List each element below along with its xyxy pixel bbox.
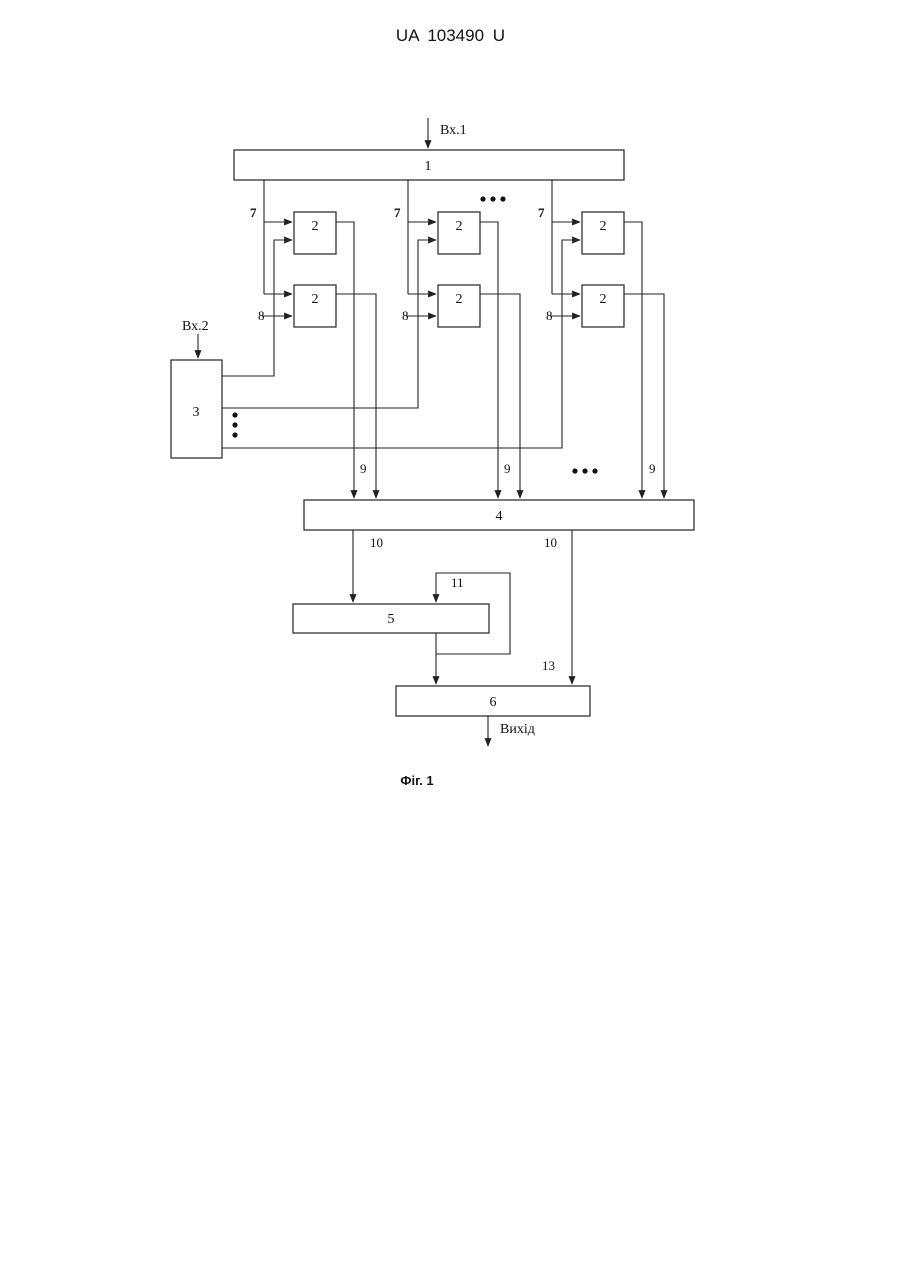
svg-text:9: 9	[504, 461, 511, 476]
svg-text:9: 9	[649, 461, 656, 476]
block-5-label: 5	[388, 612, 395, 627]
figure-caption: Фіг. 1	[0, 773, 834, 788]
output-label: Вихід	[500, 722, 535, 737]
svg-text:2: 2	[456, 219, 463, 234]
svg-text:11: 11	[451, 575, 464, 590]
ellipsis-block3	[232, 412, 237, 437]
svg-text:2: 2	[312, 219, 319, 234]
block-1-label: 1	[425, 159, 432, 174]
input2-label: Вх.2	[182, 319, 209, 334]
svg-text:13: 13	[542, 658, 555, 673]
svg-text:2: 2	[456, 292, 463, 307]
block-6-label: 6	[490, 695, 497, 710]
svg-text:8: 8	[546, 308, 553, 323]
block-3-label: 3	[193, 405, 200, 420]
svg-text:10: 10	[370, 535, 383, 550]
svg-text:10: 10	[544, 535, 557, 550]
ellipsis-right	[572, 468, 597, 473]
svg-text:7: 7	[250, 205, 257, 220]
svg-text:7: 7	[394, 205, 401, 220]
svg-text:2: 2	[600, 292, 607, 307]
channel-group-2: 2 2 7 8 9	[222, 180, 520, 498]
svg-text:2: 2	[312, 292, 319, 307]
svg-text:7: 7	[538, 205, 545, 220]
svg-text:8: 8	[402, 308, 409, 323]
channel-group-1: 2 2 7 8 9	[222, 180, 376, 498]
svg-text:2: 2	[600, 219, 607, 234]
svg-text:8: 8	[258, 308, 265, 323]
block-4-label: 4	[496, 509, 503, 524]
svg-text:9: 9	[360, 461, 367, 476]
input1-label: Вх.1	[440, 123, 467, 138]
ellipsis-top	[480, 196, 505, 201]
